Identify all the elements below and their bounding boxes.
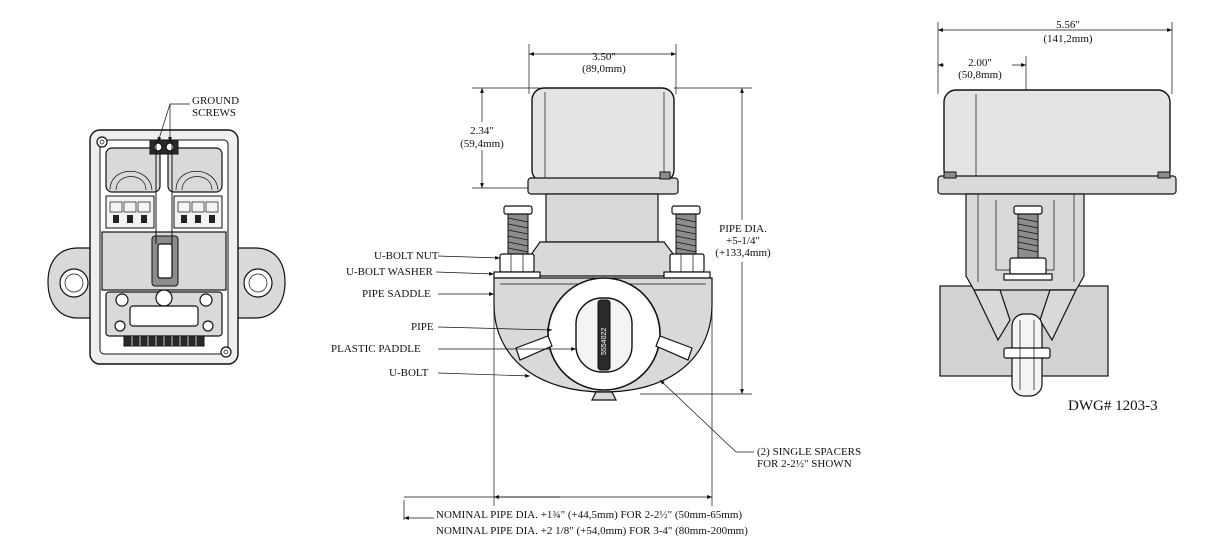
- dim-width-label: 3.50": [592, 51, 616, 63]
- ubolt-thread-right: [671, 205, 701, 257]
- mount-hole-left: [59, 268, 89, 298]
- spacers-label: FOR 2-2½" SHOWN: [757, 458, 852, 470]
- dim-height-mm-label: (59,4mm): [460, 138, 504, 150]
- ubolt-nut-label: U-BOLT NUT: [374, 250, 439, 262]
- corner-screw-icon: [96, 136, 108, 148]
- paddle-code: 5554022: [601, 328, 608, 355]
- drawing-number: DWG# 1203-3: [1068, 398, 1158, 414]
- side-view: 5.56" (141,2mm) 2.00" (50,8mm): [937, 19, 1177, 414]
- mount-hole-right: [243, 268, 273, 298]
- ubolt-washer-right: [663, 271, 711, 279]
- dim-offset-label: 2.00": [968, 57, 992, 69]
- spacers-label: (2) SINGLE SPACERS: [757, 446, 861, 458]
- dim-width-mm-label: (89,0mm): [582, 63, 626, 75]
- dim-height-label: 2.34": [470, 125, 494, 137]
- ground-screws-label: GROUND: [192, 95, 239, 107]
- ubolt-label: U-BOLT: [389, 367, 429, 379]
- top-view: GROUND SCREWS: [47, 95, 286, 365]
- corner-screw-icon: [220, 346, 232, 358]
- ubolt-nut-left: [499, 253, 535, 273]
- plastic-paddle-label: PLASTIC PADDLE: [331, 343, 421, 355]
- ground-screws-label: SCREWS: [192, 107, 236, 119]
- pipe-saddle-label: PIPE SADDLE: [362, 288, 431, 300]
- switch-cover: [531, 87, 675, 183]
- dim-side-width-label: 5.56": [1056, 19, 1080, 31]
- pipe-label: PIPE: [411, 321, 434, 333]
- ubolt-thread-left: [503, 205, 533, 257]
- dim-side-width-mm-label: (141,2mm): [1043, 33, 1093, 45]
- pipe-dia-label: PIPE DIA.: [719, 223, 767, 235]
- nominal-pipe-label: NOMINAL PIPE DIA. +1¾" (+44,5mm) FOR 2-2…: [436, 509, 742, 521]
- ubolt-nut-right: [669, 253, 705, 273]
- side-cover: [943, 89, 1171, 183]
- pipe-dia-label: (+133,4mm): [715, 247, 771, 259]
- ubolt-washer-left: [493, 271, 541, 279]
- front-view: 3.50" (89,0mm) 2.34" (59,4mm): [331, 44, 861, 537]
- dim-offset-mm-label: (50,8mm): [958, 69, 1002, 81]
- ubolt-washer-label: U-BOLT WASHER: [346, 266, 434, 278]
- nominal-pipe-label: NOMINAL PIPE DIA. +2 1/8" (+54,0mm) FOR …: [436, 525, 748, 537]
- pipe-dia-label: +5-1/4": [726, 235, 760, 247]
